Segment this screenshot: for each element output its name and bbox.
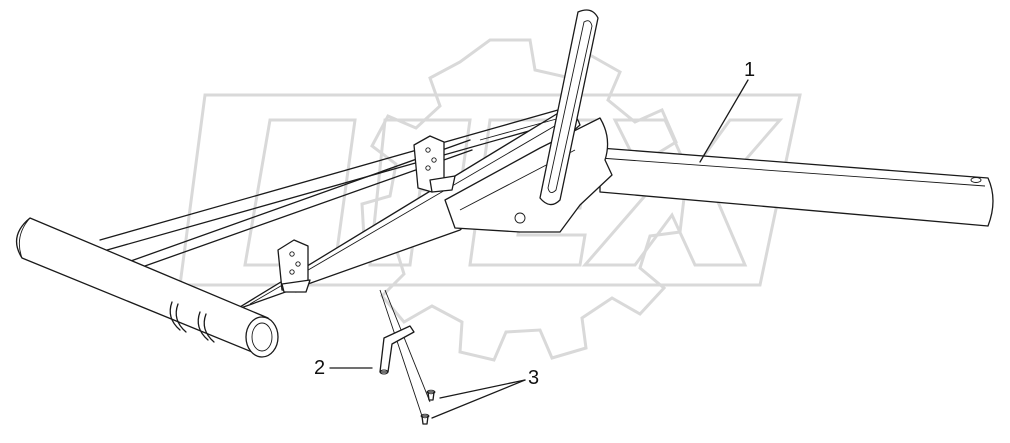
lower-mount-bracket bbox=[277, 239, 311, 293]
tie-rods bbox=[99, 107, 576, 273]
watermark-letter-shapes bbox=[178, 93, 802, 287]
l-pin-part bbox=[379, 325, 415, 375]
assembly-guide-lines bbox=[379, 289, 431, 423]
loop-handle bbox=[539, 9, 599, 206]
callout-2: 2 bbox=[314, 357, 326, 379]
callout-3: 3 bbox=[528, 367, 540, 389]
front-cross-tube bbox=[15, 217, 279, 358]
watermark-gear bbox=[360, 38, 686, 362]
bolt-parts bbox=[420, 389, 436, 425]
right-arm-tube bbox=[599, 147, 994, 227]
callout-1: 1 bbox=[744, 59, 756, 81]
upper-mount-bracket bbox=[413, 135, 456, 193]
leader-lines bbox=[329, 79, 749, 419]
watermark-letter-p bbox=[368, 118, 472, 267]
